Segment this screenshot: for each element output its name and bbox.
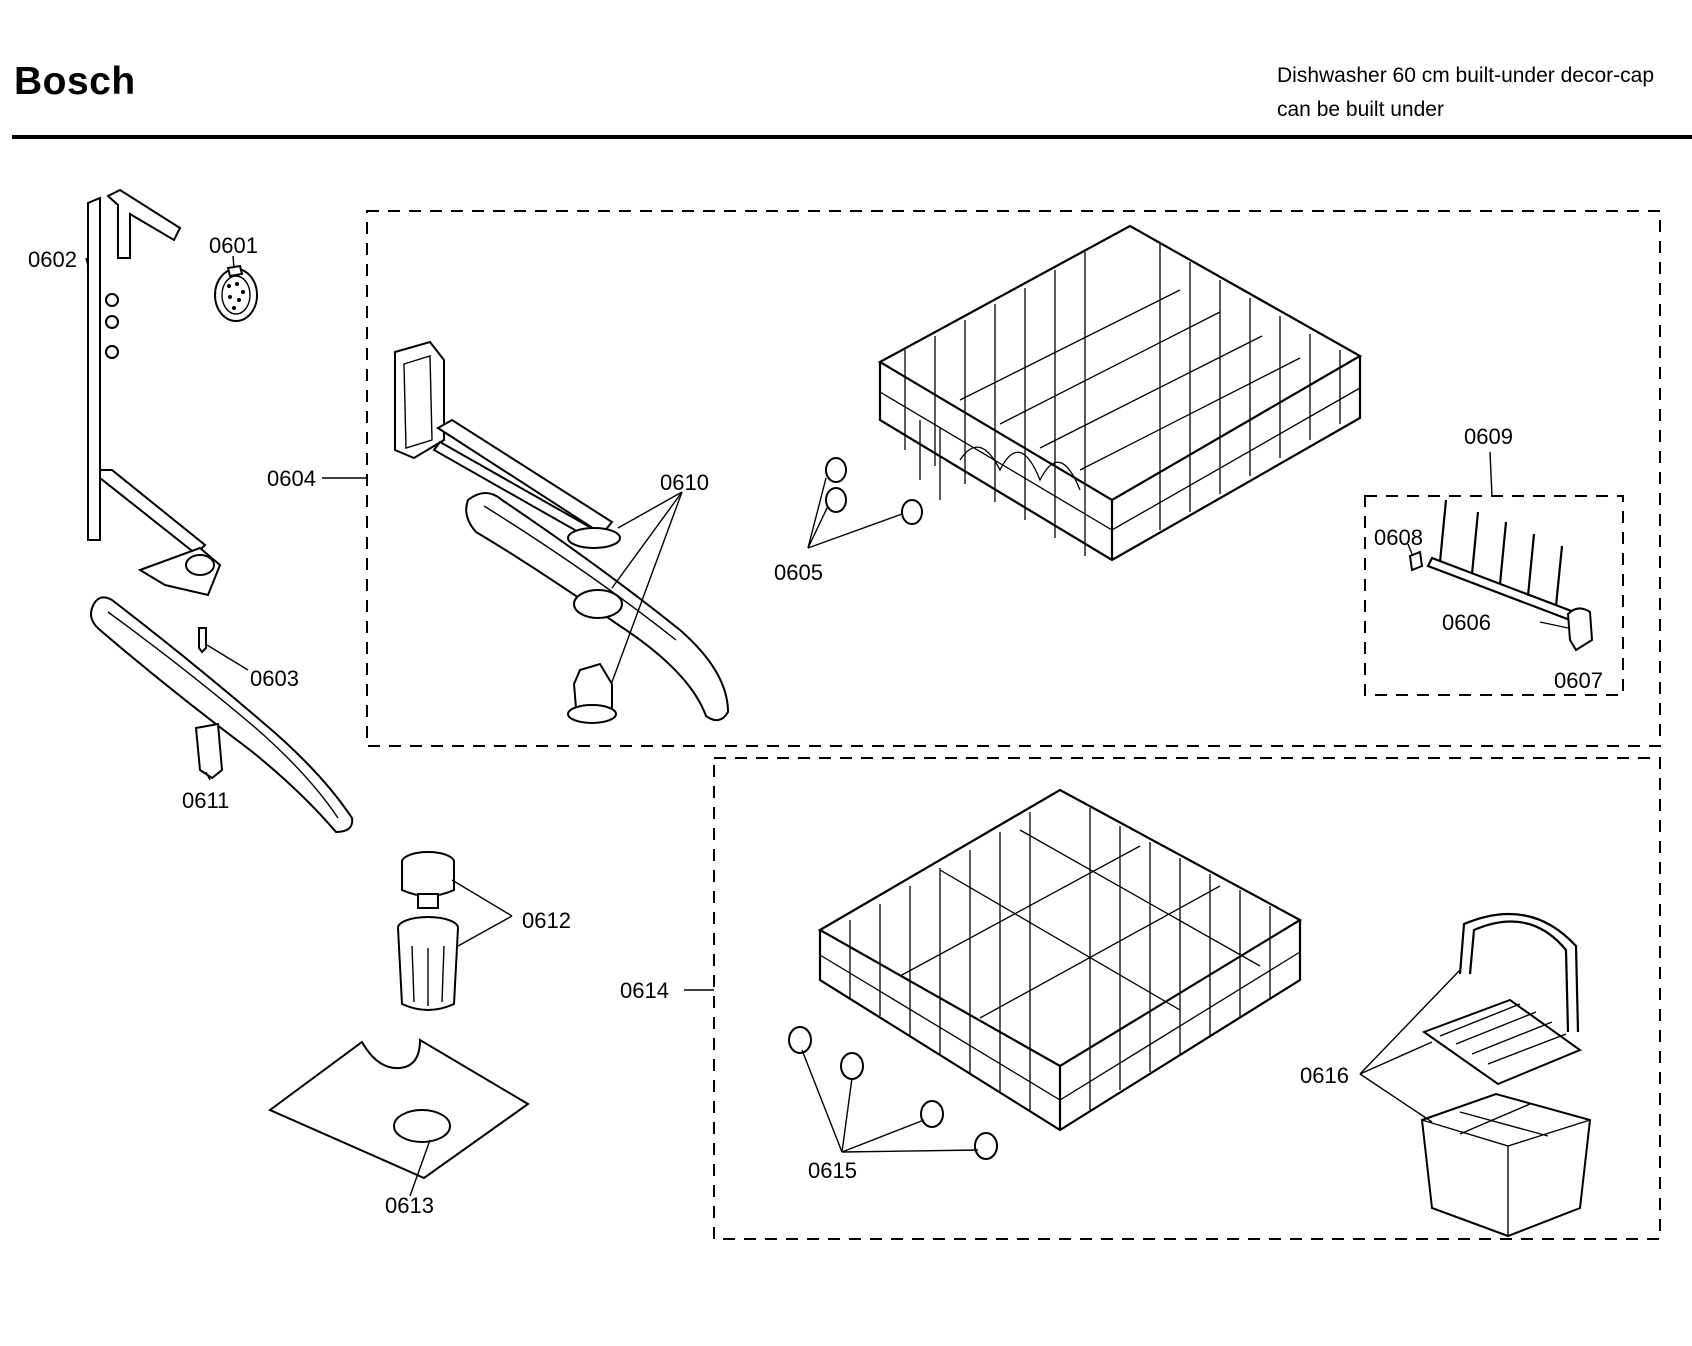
header-rule	[12, 135, 1692, 139]
part-label-0612: 0612	[522, 908, 571, 933]
micro-filter	[397, 916, 459, 1011]
part-label-0603: 0603	[250, 666, 299, 691]
part-label-0613: 0613	[385, 1193, 434, 1218]
part-label-0602: 0602	[28, 247, 77, 272]
rack-insert	[1426, 499, 1576, 622]
lower-rack-group-frame	[713, 757, 1661, 1240]
part-label-0616: 0616	[1300, 1063, 1349, 1088]
part-label-0605: 0605	[774, 560, 823, 585]
lower-spray-arm	[90, 596, 354, 834]
part-label-0608: 0608	[1374, 525, 1423, 550]
part-label-0611: 0611	[182, 788, 229, 813]
lower-basket	[817, 788, 1303, 1132]
rack-insert-clip	[1408, 550, 1424, 572]
part-label-0609: 0609	[1464, 424, 1513, 449]
part-label-0614: 0614	[620, 978, 669, 1003]
part-label-0601: 0601	[209, 233, 258, 258]
rack-insert-holder	[1566, 607, 1594, 652]
spray-arm-bracket	[394, 340, 621, 549]
brand-name: Bosch	[14, 60, 136, 103]
rack-insert-group-frame	[1364, 495, 1624, 696]
leader-lines	[85, 255, 1569, 1197]
fine-filter	[401, 851, 455, 909]
supply-tube	[87, 188, 222, 597]
upper-rack-group-frame	[366, 210, 1661, 747]
part-label-0615: 0615	[808, 1158, 857, 1183]
part-label-0610: 0610	[660, 470, 709, 495]
part-label-0606: 0606	[1442, 610, 1491, 635]
part-label-0604: 0604	[267, 466, 316, 491]
model-description-note: can be built under	[1277, 98, 1444, 121]
upper-basket-rollers	[825, 457, 923, 525]
lower-basket-rollers	[788, 1026, 998, 1160]
screw	[198, 627, 207, 654]
cutlery-basket-handle	[1458, 912, 1580, 1033]
upper-basket	[877, 224, 1363, 562]
cutlery-basket-grid	[1421, 998, 1583, 1086]
flat-filter-plate	[268, 1038, 530, 1180]
upper-spray-arm	[465, 492, 730, 722]
spray-arm-nozzle	[567, 662, 617, 724]
cutlery-basket	[1420, 1092, 1592, 1238]
model-description: Dishwasher 60 cm built-under decor-cap	[1277, 64, 1655, 87]
part-label-0607: 0607	[1554, 668, 1603, 693]
filter-cap	[214, 264, 258, 322]
